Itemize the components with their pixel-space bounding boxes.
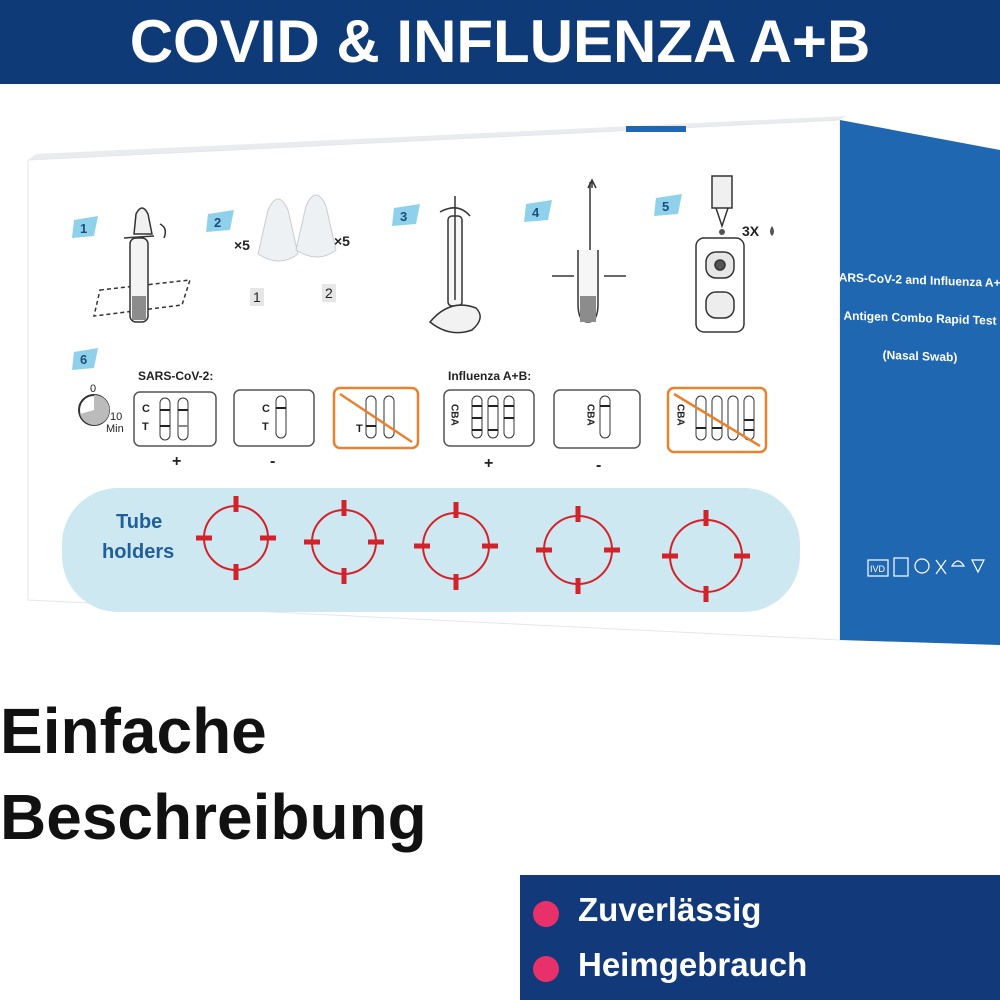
sars-positive-c-label: C bbox=[142, 403, 150, 415]
banner-title: COVID & INFLUENZA A+B bbox=[129, 8, 871, 75]
keep-dry-icon bbox=[950, 560, 966, 567]
step-2-nose-illustration: ×5 ×5 1 2 bbox=[234, 194, 350, 306]
timer-start: 0 bbox=[90, 383, 96, 395]
flu-invalid-cba-label: CBA bbox=[675, 404, 686, 426]
timer-value: 10 bbox=[110, 411, 122, 423]
headline-line1: Einfache bbox=[0, 695, 267, 767]
tube-holder-5 bbox=[662, 510, 750, 602]
flu-invalid-cassette: CBA bbox=[666, 386, 768, 454]
step-5-drop-count: 3X bbox=[742, 223, 760, 239]
sunlight-icon bbox=[971, 559, 985, 574]
bullet-dot-icon bbox=[533, 901, 559, 927]
side-panel-line2: Antigen Combo Rapid Test bbox=[843, 308, 996, 327]
step-2-nostril-1: 1 bbox=[253, 289, 261, 305]
feature-list: Zuverlässig Heimgebrauch bbox=[520, 875, 1000, 1000]
step-2-count-left: ×5 bbox=[234, 237, 250, 253]
side-panel-line3: (Nasal Swab) bbox=[883, 348, 958, 365]
tube-holder-band bbox=[62, 488, 800, 612]
timer-icon: 0 10 Min bbox=[78, 383, 124, 435]
side-panel-symbols: IVD bbox=[867, 557, 985, 577]
tube-holder-1 bbox=[196, 496, 276, 580]
sars-invalid-t-label: T bbox=[356, 423, 363, 435]
flu-negative-sign: - bbox=[596, 457, 601, 474]
sars-negative-sign: - bbox=[270, 453, 275, 470]
manual-icon bbox=[893, 557, 909, 577]
step-5-tag: 5 bbox=[654, 194, 682, 216]
tube-holder-2 bbox=[304, 500, 384, 584]
feature-label: Heimgebrauch bbox=[578, 946, 808, 983]
flu-positive-cba-label: CBA bbox=[449, 404, 460, 426]
step-1-tag: 1 bbox=[72, 216, 98, 238]
tube-holders-line1: Tube bbox=[116, 511, 162, 533]
step-5-cassette-illustration: 3X bbox=[695, 175, 774, 333]
product-box: 1 2 3 4 5 6 ×5 ×5 1 2 bbox=[27, 116, 1000, 645]
flu-results-label: Influenza A+B: bbox=[448, 369, 531, 383]
step-1-tube-illustration bbox=[93, 207, 192, 323]
step-5-number: 5 bbox=[662, 199, 669, 214]
box-lid-strip bbox=[626, 126, 686, 132]
sars-positive-t-label: T bbox=[142, 421, 149, 433]
step-3-tag: 3 bbox=[392, 204, 420, 226]
step-4-squeeze-illustration bbox=[552, 178, 626, 323]
timer-unit: Min bbox=[106, 423, 124, 435]
flu-negative-cassette: CBA bbox=[553, 389, 641, 449]
tube-holders-line2: holders bbox=[102, 541, 174, 563]
step-2-nostril-2: 2 bbox=[325, 285, 333, 301]
step-4-number: 4 bbox=[532, 205, 540, 220]
step-3-swab-illustration bbox=[428, 196, 481, 334]
tube-holder-4 bbox=[536, 506, 620, 594]
step-2-count-right: ×5 bbox=[334, 233, 350, 249]
box-side-face bbox=[840, 120, 1000, 645]
headline: Einfache Beschreibung bbox=[0, 688, 427, 860]
headline-line2: Beschreibung bbox=[0, 781, 427, 853]
ivd-symbol-label: IVD bbox=[870, 564, 886, 574]
step-2-tag: 2 bbox=[206, 210, 234, 232]
tube-holder-3 bbox=[414, 502, 498, 590]
feature-item-reliable: Zuverlässig bbox=[520, 883, 1000, 941]
step-3-number: 3 bbox=[400, 209, 407, 224]
temperature-icon bbox=[935, 559, 947, 575]
feature-item-home-use: Heimgebrauch bbox=[520, 938, 1000, 996]
step-6-number: 6 bbox=[80, 352, 87, 367]
flu-positive-sign: + bbox=[484, 455, 493, 472]
side-panel-line1: SARS-CoV-2 and Influenza A+B bbox=[831, 270, 1000, 290]
step-4-tag: 4 bbox=[524, 200, 552, 222]
step-6-tag: 6 bbox=[72, 348, 98, 370]
sars-negative-t-label: T bbox=[262, 421, 269, 433]
side-panel-text: SARS-CoV-2 and Influenza A+B Antigen Com… bbox=[831, 270, 1000, 365]
sars-positive-cassette: C T bbox=[133, 391, 217, 447]
sars-negative-c-label: C bbox=[262, 403, 270, 415]
sars-invalid-cassette: T bbox=[332, 386, 420, 450]
top-banner: COVID & INFLUENZA A+B bbox=[0, 0, 1000, 84]
step-2-number: 2 bbox=[214, 215, 221, 230]
flu-positive-cassette: CBA bbox=[443, 389, 535, 447]
step-1-number: 1 bbox=[80, 221, 87, 236]
feature-label: Zuverlässig bbox=[578, 891, 762, 928]
no-reuse-icon bbox=[914, 558, 930, 574]
flu-negative-cba-label: CBA bbox=[585, 404, 596, 426]
bullet-dot-icon bbox=[533, 956, 559, 982]
sars-results-label: SARS-CoV-2: bbox=[138, 369, 213, 383]
sars-positive-sign: + bbox=[172, 453, 181, 470]
sars-negative-cassette: C T bbox=[233, 389, 315, 447]
